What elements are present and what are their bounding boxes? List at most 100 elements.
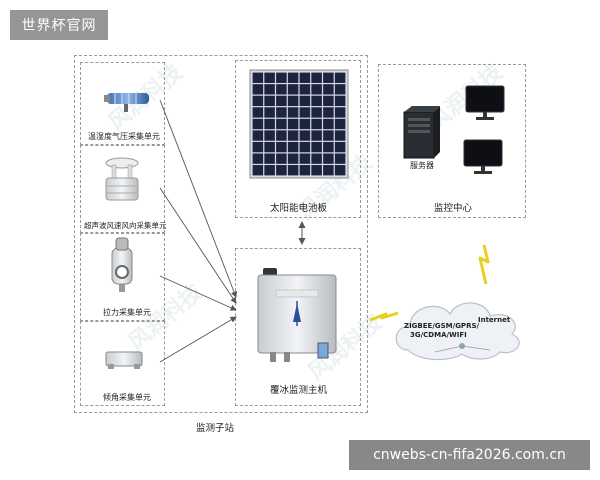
- host-label: 覆冰监测主机: [270, 385, 328, 396]
- solar-cell: [323, 141, 334, 153]
- solar-cell: [252, 95, 264, 107]
- solar-cell: [252, 165, 264, 176]
- solar-cell: [252, 72, 264, 83]
- tension-sensor-icon: [111, 237, 133, 292]
- solar-cell: [323, 95, 334, 107]
- server-label: 服务器: [410, 161, 434, 170]
- solar-cell: [276, 118, 287, 130]
- solar-panel-icon: [249, 69, 349, 179]
- solar-cell: [276, 153, 287, 164]
- solar-cell: [299, 72, 311, 83]
- temp-humidity-sensor-icon: [104, 93, 149, 112]
- sensor-to-host-arrows: [159, 99, 237, 363]
- solar-cell: [334, 141, 346, 153]
- solar-cell: [311, 95, 322, 107]
- solar-cell: [311, 130, 322, 141]
- wireless-lightning-icon: [369, 311, 399, 322]
- solar-cell: [287, 165, 299, 176]
- footer-url: cnwebs-cn-fifa2026.com.cn: [349, 440, 590, 470]
- solar-cell: [252, 107, 264, 118]
- center-label: 监控中心: [434, 203, 473, 214]
- solar-cell: [311, 72, 322, 83]
- solar-cell: [323, 84, 334, 95]
- solar-cell: [264, 153, 275, 164]
- solar-cell: [323, 118, 334, 130]
- solar-cell: [299, 107, 311, 118]
- solar-cell: [264, 84, 275, 95]
- server-icon: [403, 106, 440, 159]
- solar-cell: [323, 153, 334, 164]
- solar-cell: [299, 118, 311, 130]
- monitor-icon: [465, 85, 505, 120]
- solar-cell: [276, 141, 287, 153]
- solar-cell: [311, 153, 322, 164]
- solar-cell: [299, 84, 311, 95]
- sensor-box-wind: [80, 145, 165, 233]
- solar-cell: [264, 95, 275, 107]
- solar-cell: [287, 72, 299, 83]
- solar-cell: [299, 153, 311, 164]
- wireless-lightning-icon: [478, 244, 490, 285]
- solar-cell: [334, 153, 346, 164]
- solar-cell: [287, 107, 299, 118]
- solar-cell: [334, 72, 346, 83]
- sensor-label-tilt: 倾角采集单元: [103, 393, 151, 402]
- solar-cell: [334, 84, 346, 95]
- host-box: [235, 248, 361, 406]
- solar-cell: [323, 165, 334, 176]
- center-box: [378, 64, 526, 218]
- solar-cell: [287, 95, 299, 107]
- solar-cell: [311, 107, 322, 118]
- solar-box: [235, 60, 361, 218]
- solar-cell: [264, 72, 275, 83]
- sensor-box-tension: [80, 233, 165, 321]
- site-badge: 世界杯官网: [10, 10, 108, 40]
- solar-cell: [299, 95, 311, 107]
- solar-cell: [276, 130, 287, 141]
- solar-cell: [334, 95, 346, 107]
- solar-cell: [311, 165, 322, 176]
- internet-label: Internet: [478, 316, 511, 324]
- solar-cell: [287, 130, 299, 141]
- solar-cell: [323, 130, 334, 141]
- solar-cell: [264, 130, 275, 141]
- solar-cell: [323, 107, 334, 118]
- solar-cell: [287, 84, 299, 95]
- ultrasonic-wind-sensor-icon: [105, 157, 139, 201]
- solar-cell: [252, 130, 264, 141]
- monitor-icon: [463, 139, 503, 174]
- solar-cell: [287, 141, 299, 153]
- network-cloud-icon: [395, 302, 520, 361]
- solar-cell: [287, 153, 299, 164]
- solar-cell: [323, 72, 334, 83]
- solar-cell: [252, 84, 264, 95]
- solar-label: 太阳能电池板: [270, 203, 328, 214]
- solar-cell: [264, 118, 275, 130]
- solar-cell: [252, 153, 264, 164]
- sensor-label-wind: 超声波风速风向采集单元: [84, 221, 167, 230]
- solar-cell: [252, 118, 264, 130]
- solar-cell: [264, 165, 275, 176]
- ice-monitor-host-icon: [257, 268, 337, 362]
- solar-cell: [311, 118, 322, 130]
- sensor-label-tension: 拉力采集单元: [103, 308, 151, 317]
- solar-cell: [299, 130, 311, 141]
- solar-cell: [311, 84, 322, 95]
- tilt-sensor-icon: [105, 351, 143, 369]
- network-protocols-2: 3G/CDMA/WIFI: [410, 331, 467, 339]
- solar-cell: [264, 141, 275, 153]
- solar-cell: [252, 141, 264, 153]
- station-label: 监测子站: [196, 423, 235, 434]
- solar-cell: [334, 107, 346, 118]
- solar-cell: [276, 72, 287, 83]
- sensor-box-temp: [80, 62, 165, 145]
- solar-cell: [276, 95, 287, 107]
- sensor-label-temp: 温湿度气压采集单元: [88, 132, 160, 141]
- network-protocols: ZIGBEE/GSM/GPRS/: [404, 322, 480, 330]
- sensor-box-tilt: [80, 321, 165, 406]
- solar-cell: [311, 141, 322, 153]
- solar-cell: [299, 165, 311, 176]
- solar-cell: [334, 118, 346, 130]
- solar-cell: [334, 130, 346, 141]
